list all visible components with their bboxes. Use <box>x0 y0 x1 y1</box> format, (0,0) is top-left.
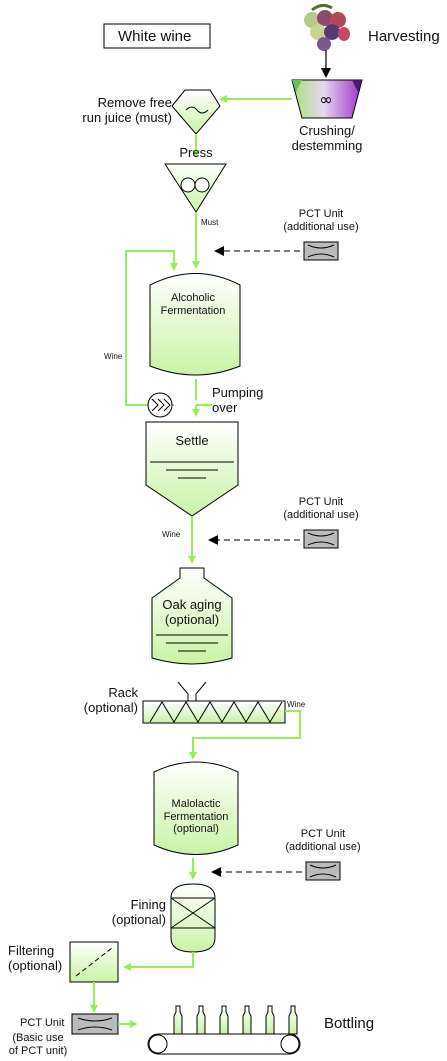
bottle-icon <box>173 1005 298 1035</box>
fining-label: Fining (optional) <box>80 897 166 928</box>
rack-line1: Rack <box>108 685 138 700</box>
pct-1-additional: (additional use) <box>283 220 359 233</box>
pct-2-additional: (additional use) <box>283 508 359 521</box>
pumping-line1: Pumping <box>212 385 264 400</box>
filtering-line2: (optional) <box>8 957 63 973</box>
malolactic-fermentation-tank <box>153 761 239 855</box>
wine-flow-label-1: Wine <box>162 530 181 539</box>
alcoholic-fermentation-tank <box>149 273 241 376</box>
pct-unit-3 <box>305 861 341 881</box>
settle-tank <box>145 421 239 517</box>
pct-basic-title: PCT Unit <box>20 1017 65 1029</box>
pct-unit-basic <box>71 1013 119 1035</box>
harvesting-label: Harvesting <box>368 28 440 45</box>
pct-unit-1-label: PCT Unit (additional use) <box>283 208 358 233</box>
remove-free-run-label: Remove free run juice (must) <box>70 95 172 126</box>
alcoholic-line1: Alcoholic <box>170 292 216 304</box>
crushing-label-line1: Crushing/ <box>299 123 355 138</box>
pump <box>147 392 173 418</box>
must-flow-label: Must <box>201 218 219 227</box>
pumping-line2: over <box>212 399 238 415</box>
oak-aging-vessel <box>151 567 233 665</box>
settle-label: Settle <box>175 433 209 448</box>
pct-1-title: PCT Unit <box>298 208 344 220</box>
pct-unit-1 <box>303 241 339 261</box>
rack-line2: (optional) <box>83 699 138 715</box>
pct-basic-line1: (Basic use <box>12 1032 64 1044</box>
bottling-label: Bottling <box>324 1015 375 1032</box>
crushing-label-line2: destemming <box>291 137 363 153</box>
fining-line2: (optional) <box>111 911 166 927</box>
screw-conveyor-icon <box>142 700 286 724</box>
pct-basic-line2: of PCT unit) <box>8 1044 68 1057</box>
pct-3-title: PCT Unit <box>300 828 346 840</box>
malolactic-label: Malolactic Fermentation (optional) <box>164 798 229 836</box>
press-funnel <box>164 163 227 213</box>
wine-loop-label: Wine <box>104 352 123 361</box>
title-box <box>103 23 211 49</box>
fining-line1: Fining <box>130 897 166 912</box>
remove-free-run-separator <box>171 89 221 135</box>
oak-line1: Oak aging <box>162 597 222 612</box>
grape-cluster-icon <box>304 3 350 51</box>
oak-aging-label: Oak aging (optional) <box>162 597 222 628</box>
filter <box>69 941 119 983</box>
alcoholic-line2: Fermentation <box>160 304 226 317</box>
remove-label-line2: run juice (must) <box>82 109 172 125</box>
remove-label-line1: Remove free <box>97 95 172 110</box>
malo-line3: (optional) <box>173 823 219 836</box>
bottling-conveyor <box>147 1033 301 1055</box>
alcoholic-fermentation-label: Alcoholic Fermentation <box>161 292 226 317</box>
pct-3-additional: (additional use) <box>285 840 361 853</box>
filtering-line1: Filtering <box>8 943 55 958</box>
filtering-label: Filtering (optional) <box>8 943 63 974</box>
pct-unit-3-label: PCT Unit (additional use) <box>285 828 360 853</box>
rack-hopper <box>177 681 207 702</box>
crusher-destemmer: ∞ <box>291 79 363 119</box>
fining-vessel <box>170 883 216 953</box>
pct-basic-use-label: (Basic use of PCT unit) <box>9 1032 68 1057</box>
diagram-title: White wine <box>118 28 192 45</box>
malo-line1: Malolactic <box>171 798 221 810</box>
pct-unit-2-label: PCT Unit (additional use) <box>283 496 358 521</box>
press-label: Press <box>179 145 213 160</box>
rack-label: Rack (optional) <box>60 685 138 716</box>
pct-2-title: PCT Unit <box>298 496 344 508</box>
crushing-label: Crushing/ destemming <box>291 123 363 154</box>
pct-unit-2 <box>303 529 339 549</box>
pumping-over-label: Pumping over <box>212 385 264 416</box>
wine-flow-label-2: Wine <box>287 700 306 709</box>
malo-line2: Fermentation <box>163 810 229 823</box>
infinity-icon: ∞ <box>319 90 332 109</box>
oak-line2: (optional) <box>164 611 220 627</box>
